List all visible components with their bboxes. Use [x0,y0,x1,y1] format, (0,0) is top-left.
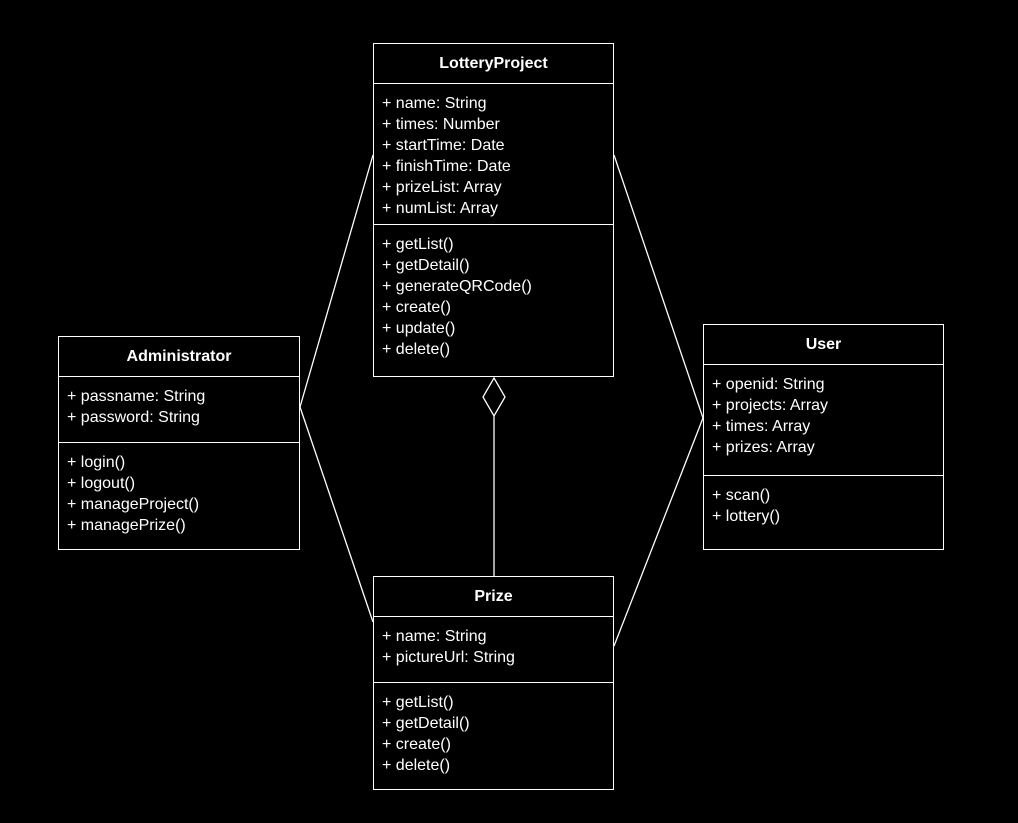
method: + manageProject() [67,496,200,513]
attribute: + prizeList: Array [382,179,502,196]
attribute: + prizes: Array [712,439,815,456]
attribute: + projects: Array [712,397,829,414]
class-user[interactable]: User + openid: String + projects: Array … [703,324,944,550]
attribute: + name: String [382,95,487,112]
methods-section: + login() + logout() + manageProject() +… [59,443,299,545]
class-title: Administrator [59,337,299,377]
aggregation-diamond [482,376,506,418]
method: + generateQRCode() [382,278,532,295]
class-administrator[interactable]: Administrator + passname: String + passw… [58,336,300,550]
attribute: + password: String [67,409,200,426]
method: + delete() [382,757,451,774]
method: + create() [382,736,451,753]
attribute: + passname: String [67,388,206,405]
attributes-section: + name: String + pictureUrl: String [374,617,613,683]
association-user-prize [613,417,704,647]
method: + delete() [382,341,451,358]
method: + getList() [382,236,454,253]
method: + update() [382,320,456,337]
attributes-section: + name: String + times: Number + startTi… [374,84,613,225]
attribute: + pictureUrl: String [382,649,515,666]
methods-section: + getList() + getDetail() + generateQRCo… [374,225,613,369]
methods-section: + getList() + getDetail() + create() + d… [374,683,613,785]
method: + getDetail() [382,715,470,732]
attribute: + name: String [382,628,487,645]
method: + scan() [712,487,771,504]
method: + login() [67,454,126,471]
attribute: + openid: String [712,376,825,393]
method: + getDetail() [382,257,470,274]
association-admin-lottery [299,154,374,408]
association-admin-prize [299,406,374,623]
method: + managePrize() [67,517,186,534]
association-user-lottery [613,154,704,419]
class-lottery-project[interactable]: LotteryProject + name: String + times: N… [373,43,614,377]
attribute: + startTime: Date [382,137,505,154]
method: + lottery() [712,508,781,525]
attributes-section: + openid: String + projects: Array + tim… [704,365,943,476]
class-title: User [704,325,943,365]
method: + create() [382,299,451,316]
methods-section: + scan() + lottery() [704,476,943,536]
method: + getList() [382,694,454,711]
attributes-section: + passname: String + password: String [59,377,299,443]
class-title: Prize [374,577,613,617]
class-prize[interactable]: Prize + name: String + pictureUrl: Strin… [373,576,614,790]
attribute: + times: Number [382,116,500,133]
attribute: + finishTime: Date [382,158,511,175]
attribute: + times: Array [712,418,811,435]
method: + logout() [67,475,136,492]
class-title: LotteryProject [374,44,613,84]
attribute: + numList: Array [382,200,499,217]
